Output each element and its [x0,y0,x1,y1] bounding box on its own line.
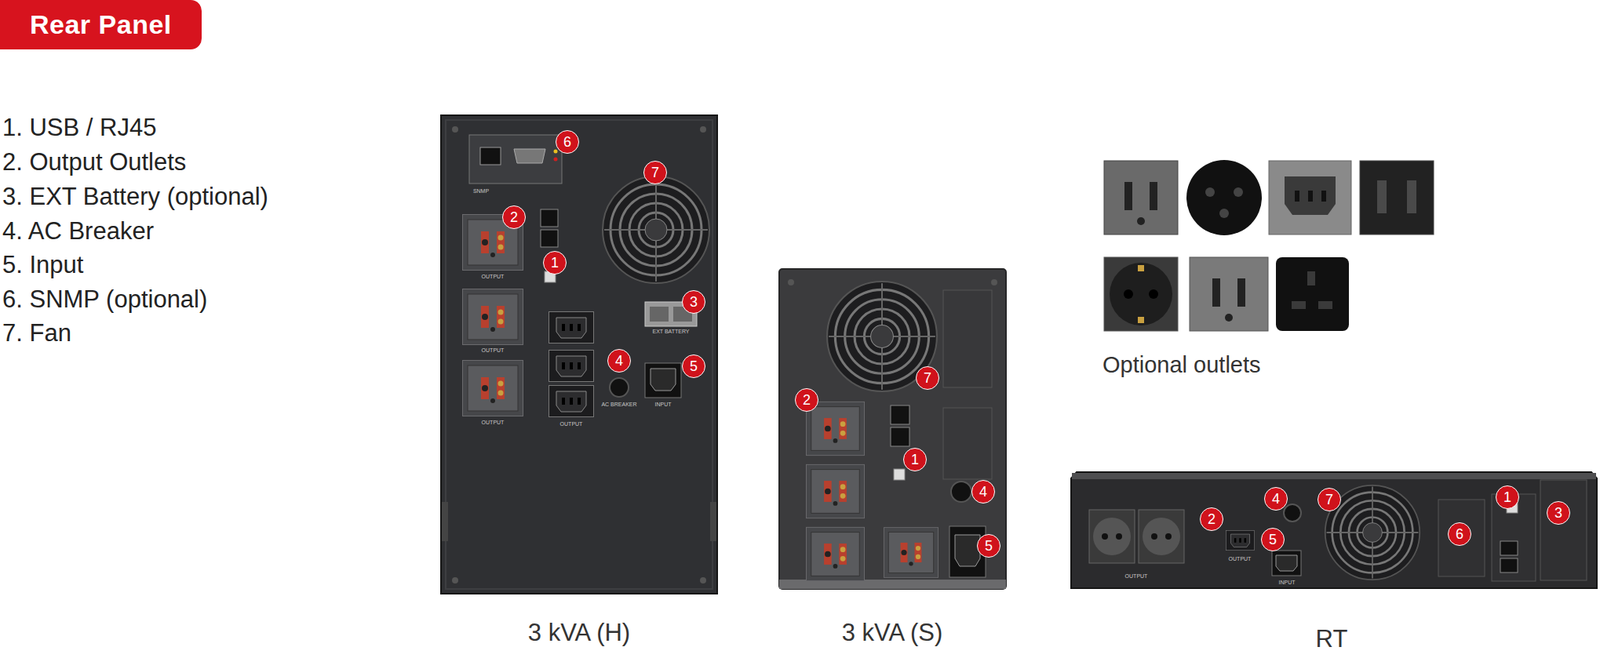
callout-number: 2 [794,388,819,412]
callout-number: 4 [1264,487,1288,511]
panel-marking: AC BREAKER [601,401,637,408]
callout-number: 4 [971,480,995,504]
panel-marking: OUTPUT [481,347,505,354]
legend-item: 4. AC Breaker [2,217,154,246]
panel-marking: OUTPUT [481,419,505,426]
panel-marking: OUTPUT [1125,573,1149,580]
legend-item: 5. Input [2,251,84,280]
callout-number: 6 [555,130,580,154]
callout-number: 1 [1495,485,1520,510]
callout-number: 7 [643,160,667,185]
callout-number: 6 [1447,522,1472,547]
legend-item: 3. EXT Battery (optional) [2,182,269,212]
model-caption: 3 kVA (S) [841,619,944,648]
model-caption: 3 kVA (H) [528,619,631,648]
panel-marking: OUTPUT [560,421,584,427]
callout-number: 3 [1546,501,1571,525]
callout-number: 3 [681,290,706,314]
panel-marking: SNMP [473,188,489,194]
callout-number: 5 [976,534,1001,558]
model-caption: RT [1315,625,1349,654]
legend-item: 7. Fan [2,319,72,348]
callout-number: 1 [903,448,927,472]
callout-number: 7 [915,366,940,390]
callout-number: 7 [1317,488,1342,512]
callout-number: 5 [681,354,706,379]
panel-marking: OUTPUT [481,273,505,280]
legend-item: 1. USB / RJ45 [2,113,157,143]
panel-marking: OUTPUT [1228,556,1252,562]
panel-marking: INPUT [1279,579,1296,586]
panel-marking: INPUT [655,401,672,408]
panel-marking: EXT BATTERY [652,328,689,335]
legend-item: 6. SNMP (optional) [2,285,208,314]
callout-number: 4 [607,349,631,373]
callout-number: 1 [543,251,567,275]
section-label: Optional outlets [1102,352,1262,379]
callout-number: 2 [1199,507,1224,532]
callout-number: 2 [502,205,526,230]
title-badge: Rear Panel [0,0,202,50]
callout-number: 5 [1261,528,1285,552]
legend-item: 2. Output Outlets [2,148,186,177]
